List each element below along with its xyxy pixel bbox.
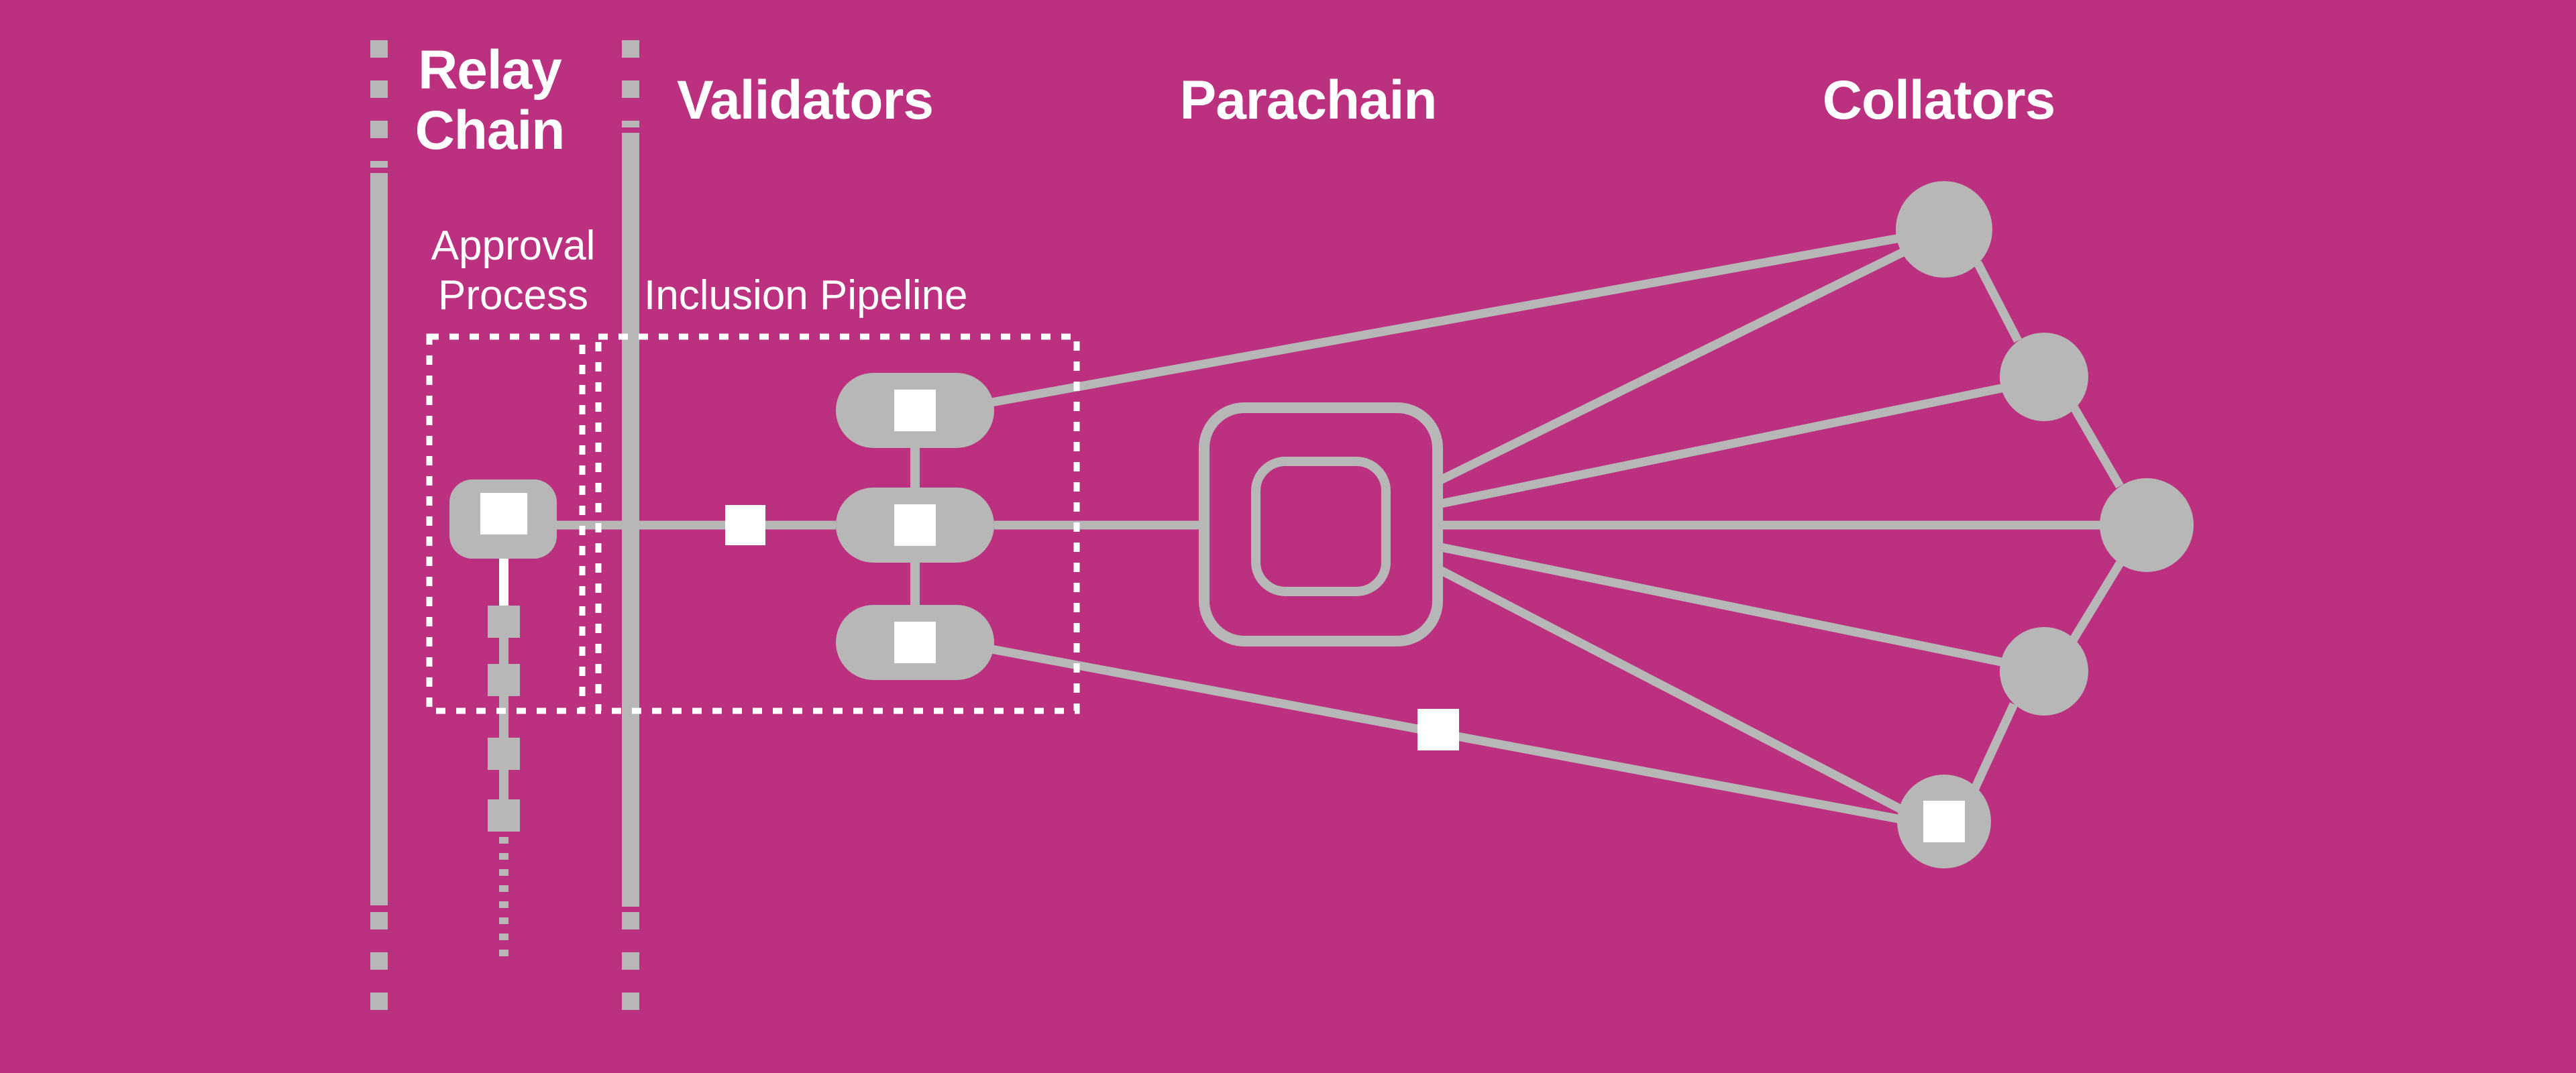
relay-sub-block xyxy=(488,606,520,638)
edge-collator-upper-right-to-right xyxy=(2070,405,2124,489)
collator-top xyxy=(1896,181,1992,278)
edge-parachain-to-collator-bottom xyxy=(1436,565,1907,815)
relay-chain-blocks xyxy=(449,479,557,960)
region-boxes xyxy=(426,333,1080,714)
validator-middle-block xyxy=(894,504,936,546)
parachain-inner-frame xyxy=(1251,457,1391,596)
heading-collators: Collators xyxy=(1822,70,2055,131)
approval-process-box xyxy=(426,333,586,714)
heading-relay-chain: Relay Chain xyxy=(415,40,566,161)
heading-validators: Validators xyxy=(677,70,934,131)
edge-collator-top-to-upper-right xyxy=(1974,261,2022,343)
edge-parachain-to-collator-top xyxy=(1436,245,1911,486)
edge-parachain-to-collator-upper-right xyxy=(1436,383,2006,509)
collator-upper-right xyxy=(2000,333,2088,421)
parachain-transit-block xyxy=(1417,709,1459,750)
parachain-outer-frame xyxy=(1199,402,1443,646)
collator-right xyxy=(2100,478,2194,572)
inclusion-pipeline-box xyxy=(595,333,1080,714)
relay-head-block-inner xyxy=(480,493,527,534)
relay-sub-block xyxy=(488,799,520,832)
validator-top-block xyxy=(894,390,936,431)
relay-transit-block xyxy=(725,505,765,545)
relay-sub-block xyxy=(488,738,520,770)
collator-bottom-block xyxy=(1923,801,1965,842)
validator-bottom-block xyxy=(894,622,936,663)
edge-parachain-to-collator-lower-right xyxy=(1436,542,2006,667)
collator-lower-right xyxy=(2000,627,2088,716)
sublabel-approval-process: Approval Process xyxy=(431,223,596,319)
parachain-node xyxy=(1199,402,1443,646)
edge-collator-right-to-lower-right xyxy=(2069,561,2124,643)
relay-sub-block xyxy=(488,664,520,696)
sublabel-inclusion-pipeline: Inclusion Pipeline xyxy=(644,272,968,319)
validator-nodes xyxy=(836,373,994,680)
connector-edges xyxy=(557,233,2124,824)
edge-collator-lower-right-to-bottom xyxy=(1970,702,2018,793)
collator-nodes xyxy=(1896,181,2194,868)
edge-validator-top-to-collator-top xyxy=(990,233,1901,407)
heading-parachain: Parachain xyxy=(1179,70,1438,131)
